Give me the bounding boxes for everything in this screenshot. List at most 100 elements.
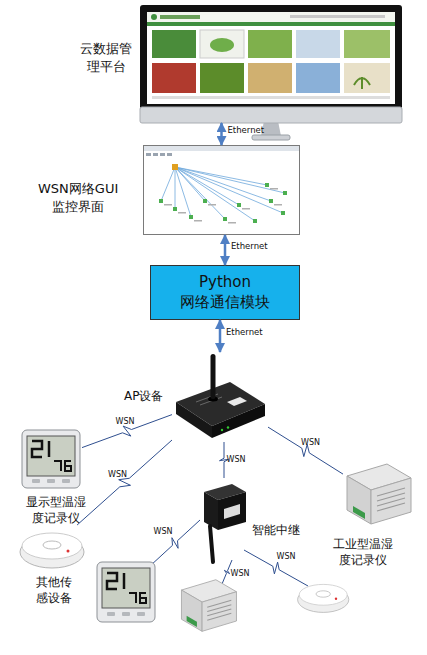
g-shape — [164, 188, 282, 224]
rect-shape — [140, 5, 402, 111]
wsn-link — [222, 560, 232, 584]
rect-shape — [102, 568, 150, 608]
node-label: 显示型温湿 度记录仪 — [26, 494, 86, 526]
display-hygrometer-icon — [20, 428, 82, 490]
line-shape — [175, 167, 283, 213]
node-label: 智能中继 — [252, 522, 300, 538]
link-label: WSN — [108, 471, 127, 479]
node-label: 其他传 感设备 — [36, 574, 72, 606]
rect-shape — [265, 183, 269, 187]
circle-shape — [151, 14, 157, 20]
node-label: WSN网络GUI 监控界面 — [38, 180, 118, 215]
rect-shape — [62, 479, 70, 483]
path-shape — [123, 573, 126, 589]
gui-screenshot-icon — [143, 145, 300, 235]
line-shape — [161, 167, 175, 201]
wsn-link — [82, 415, 172, 448]
line-shape — [175, 167, 285, 193]
node-label: 云数据管 理平台 — [80, 40, 132, 75]
rect-shape — [270, 188, 278, 190]
wsn-link — [244, 550, 308, 586]
cloud-platform-monitor-icon — [140, 5, 402, 123]
rect-shape — [211, 354, 216, 399]
rect-shape — [160, 15, 200, 19]
ellipse-shape — [316, 591, 330, 597]
ap-device: AP设备 — [172, 352, 268, 442]
ellipse-shape — [299, 584, 347, 605]
industrial-hygrometer-icon — [181, 580, 236, 632]
path-shape — [354, 77, 370, 89]
display-hygrometer: 显示型温湿 度记录仪 — [20, 428, 82, 490]
path-shape — [196, 394, 222, 405]
rect-shape — [252, 135, 290, 140]
polygon-shape — [218, 492, 246, 530]
rect-shape — [344, 30, 390, 58]
link-label: Ethernet — [226, 328, 263, 337]
rect-shape — [173, 207, 177, 211]
polygon-shape — [347, 476, 371, 524]
rect-shape — [242, 208, 250, 210]
polygon-shape — [202, 592, 236, 632]
rect-shape — [144, 146, 299, 151]
rect-shape — [237, 203, 241, 207]
rect-shape — [203, 199, 207, 203]
link-label: Ethernet — [228, 126, 265, 135]
rect-shape — [146, 153, 151, 156]
circle-shape — [227, 426, 229, 428]
rect-shape — [208, 204, 216, 206]
smoke-sensor-icon — [18, 525, 86, 570]
rect-shape — [152, 63, 196, 93]
g-shape — [159, 183, 287, 223]
polygon-shape — [224, 504, 240, 519]
rect-shape — [107, 612, 115, 616]
rect-shape — [152, 30, 196, 58]
rect-shape — [144, 146, 300, 235]
polygon-shape — [181, 590, 202, 631]
rect-shape — [147, 22, 395, 26]
polygon-shape — [212, 404, 265, 438]
industrial-hygrometer-icon — [343, 462, 413, 530]
ap-device-icon — [172, 352, 268, 442]
rect-shape — [27, 436, 75, 476]
rect-shape — [296, 30, 340, 58]
wsn-link — [77, 440, 172, 525]
circle-shape — [221, 429, 223, 431]
path-shape — [107, 573, 117, 589]
polygon-shape — [353, 506, 365, 519]
path-shape — [129, 593, 136, 603]
node-label: AP设备 — [124, 388, 163, 404]
rect-shape — [22, 430, 80, 488]
path-shape — [377, 488, 405, 511]
rect-shape — [97, 562, 155, 622]
link-label: Ethernet — [231, 242, 268, 251]
circle-shape — [335, 598, 337, 600]
cloud-platform-monitor: 云数据管 理平台 — [140, 5, 402, 123]
rect-shape — [140, 107, 402, 123]
wsn-link — [150, 520, 200, 566]
polygon-shape — [187, 616, 197, 627]
rect-shape — [189, 215, 193, 219]
ethernet-arrow — [219, 320, 222, 352]
gui-screenshot: WSN网络GUI 监控界面 — [143, 145, 300, 235]
display-hygrometer-icon — [97, 562, 155, 622]
rect-shape — [290, 15, 385, 18]
rect-shape — [153, 153, 158, 156]
wsn-link — [268, 427, 343, 474]
link-label: WSN — [116, 418, 135, 426]
path-shape — [140, 593, 146, 603]
rect-shape — [296, 63, 340, 93]
rect-shape — [248, 63, 292, 93]
ellipse-shape — [210, 38, 234, 52]
link-label: WSN — [277, 553, 296, 561]
rect-shape — [253, 219, 257, 223]
link-label: WSN — [154, 528, 173, 536]
smoke-sensor-icon — [298, 584, 349, 612]
line-shape — [175, 167, 225, 219]
rect-shape — [281, 211, 285, 215]
g-shape — [161, 167, 285, 221]
ethernet-arrow — [224, 235, 227, 265]
ellipse-shape — [43, 541, 61, 549]
ellipse-shape — [22, 533, 82, 559]
polygon-shape — [227, 397, 247, 406]
smart-relay-icon — [198, 478, 250, 563]
